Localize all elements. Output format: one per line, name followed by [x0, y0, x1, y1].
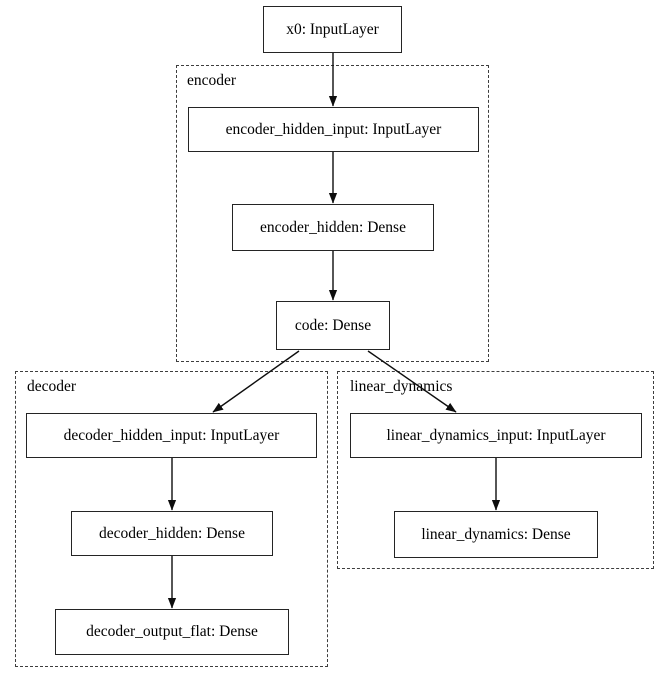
cluster-decoder-label: decoder: [27, 378, 77, 395]
cluster-linear-dynamics-label: linear_dynamics: [350, 378, 453, 395]
node-linear-dynamics-dense: linear_dynamics: Dense: [394, 511, 598, 558]
edge-code-to-linear-dynamics-input: [367, 350, 457, 413]
node-decoder-hidden: decoder_hidden: Dense: [71, 511, 273, 556]
node-encoder-hidden: encoder_hidden: Dense: [232, 204, 434, 251]
cluster-encoder-label: encoder: [187, 72, 237, 89]
node-encoder-hidden-input: encoder_hidden_input: InputLayer: [188, 107, 479, 152]
node-linear-dynamics-input: linear_dynamics_input: InputLayer: [350, 413, 642, 458]
cluster-decoder: decoder: [15, 371, 328, 667]
edge-code-to-decoder-hidden-input: [212, 350, 300, 413]
node-code: code: Dense: [276, 301, 390, 350]
node-x0-inputlayer: x0: InputLayer: [263, 6, 402, 53]
node-decoder-hidden-input: decoder_hidden_input: InputLayer: [26, 413, 317, 458]
cluster-linear-dynamics: linear_dynamics: [337, 371, 654, 569]
node-decoder-output-flat: decoder_output_flat: Dense: [55, 609, 289, 655]
